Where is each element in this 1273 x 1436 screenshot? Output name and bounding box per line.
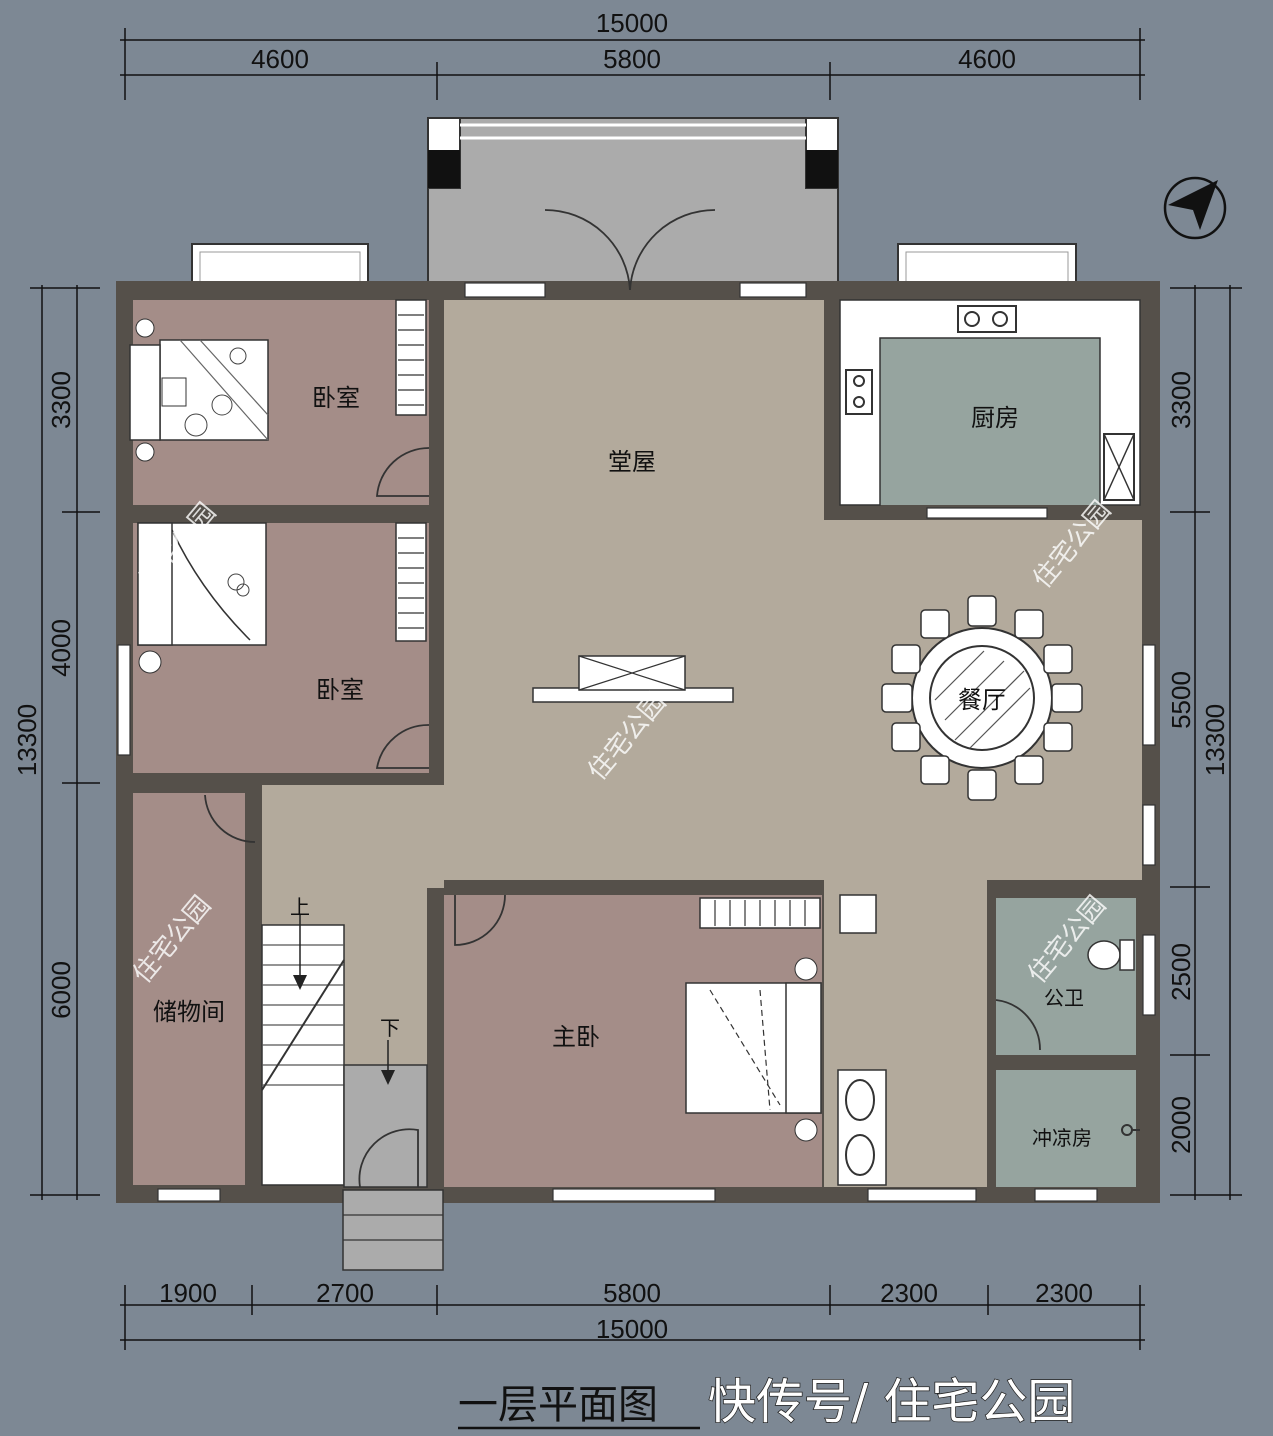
- toilet: [996, 898, 1136, 1055]
- wash-basin-icon: [837, 894, 887, 1186]
- wardrobe-2-icon: [395, 522, 427, 642]
- bed-1-icon: [129, 318, 269, 462]
- dim-top-left: 4600: [251, 44, 309, 74]
- credit-watermark: 快传号/ 住宅公园: [708, 1374, 1075, 1430]
- dim-top-right: 4600: [958, 44, 1016, 74]
- dim-left-b: 4000: [46, 619, 76, 677]
- front-porch: [427, 117, 839, 291]
- kitchen-counter: [839, 299, 1141, 506]
- shrine-table-icon: [532, 655, 734, 703]
- label-toilet: 公卫: [1044, 986, 1084, 1010]
- label-storage: 储物间: [153, 998, 225, 1026]
- plan-title: 一层平面图: [458, 1382, 658, 1428]
- dim-bottom-c: 5800: [603, 1278, 661, 1308]
- dim-top-mid: 5800: [603, 44, 661, 74]
- dim-left-total: 13300: [12, 704, 42, 776]
- bottom-dimensions: [120, 1285, 1145, 1350]
- storage-room: [133, 793, 245, 1185]
- label-hall: 堂屋: [608, 448, 656, 476]
- dim-bottom-b: 2700: [316, 1278, 374, 1308]
- label-dining: 餐厅: [958, 686, 1006, 714]
- dim-right-total: 13300: [1200, 704, 1230, 776]
- doors: [204, 209, 1041, 1188]
- dim-bottom-a: 1900: [159, 1278, 217, 1308]
- dim-left-a: 3300: [46, 371, 76, 429]
- corridor: [262, 785, 444, 888]
- right-dimensions: [1170, 285, 1242, 1200]
- bed-2-icon: [137, 522, 267, 674]
- top-dimensions: [120, 28, 1145, 100]
- label-bedroom-2: 卧室: [316, 676, 364, 704]
- hall: [444, 300, 824, 880]
- left-dimensions: [30, 285, 100, 1200]
- staircase: [261, 915, 428, 1188]
- stairs-up-label: 上: [290, 895, 310, 919]
- label-kitchen: 厨房: [971, 404, 1019, 432]
- dim-right-a: 3300: [1166, 371, 1196, 429]
- dining-table-icon: [881, 595, 1083, 801]
- master-bed-icon: [685, 957, 822, 1142]
- dim-bottom-d: 2300: [880, 1278, 938, 1308]
- toilet-icon: [1087, 939, 1135, 971]
- dim-bottom-total: 15000: [596, 1314, 668, 1344]
- label-bedroom-1: 卧室: [312, 384, 360, 412]
- dim-top-total: 15000: [596, 8, 668, 38]
- dim-bottom-e: 2300: [1035, 1278, 1093, 1308]
- master-wardrobe-icon: [699, 897, 821, 929]
- label-master-bedroom: 主卧: [552, 1023, 600, 1051]
- dim-right-d: 2000: [1166, 1096, 1196, 1154]
- windows: [117, 282, 1156, 1202]
- stairs-down-label: 下: [380, 1016, 400, 1040]
- dim-left-c: 6000: [46, 961, 76, 1019]
- dim-right-b: 5500: [1166, 671, 1196, 729]
- front-steps: [342, 1189, 444, 1271]
- shower-room: [996, 1070, 1136, 1187]
- wardrobe-1-icon: [395, 299, 427, 416]
- north-arrow-icon: [1163, 176, 1227, 240]
- shower-head-icon: [1121, 1124, 1140, 1136]
- label-shower: 冲凉房: [1032, 1126, 1092, 1150]
- dim-right-c: 2500: [1166, 943, 1196, 1001]
